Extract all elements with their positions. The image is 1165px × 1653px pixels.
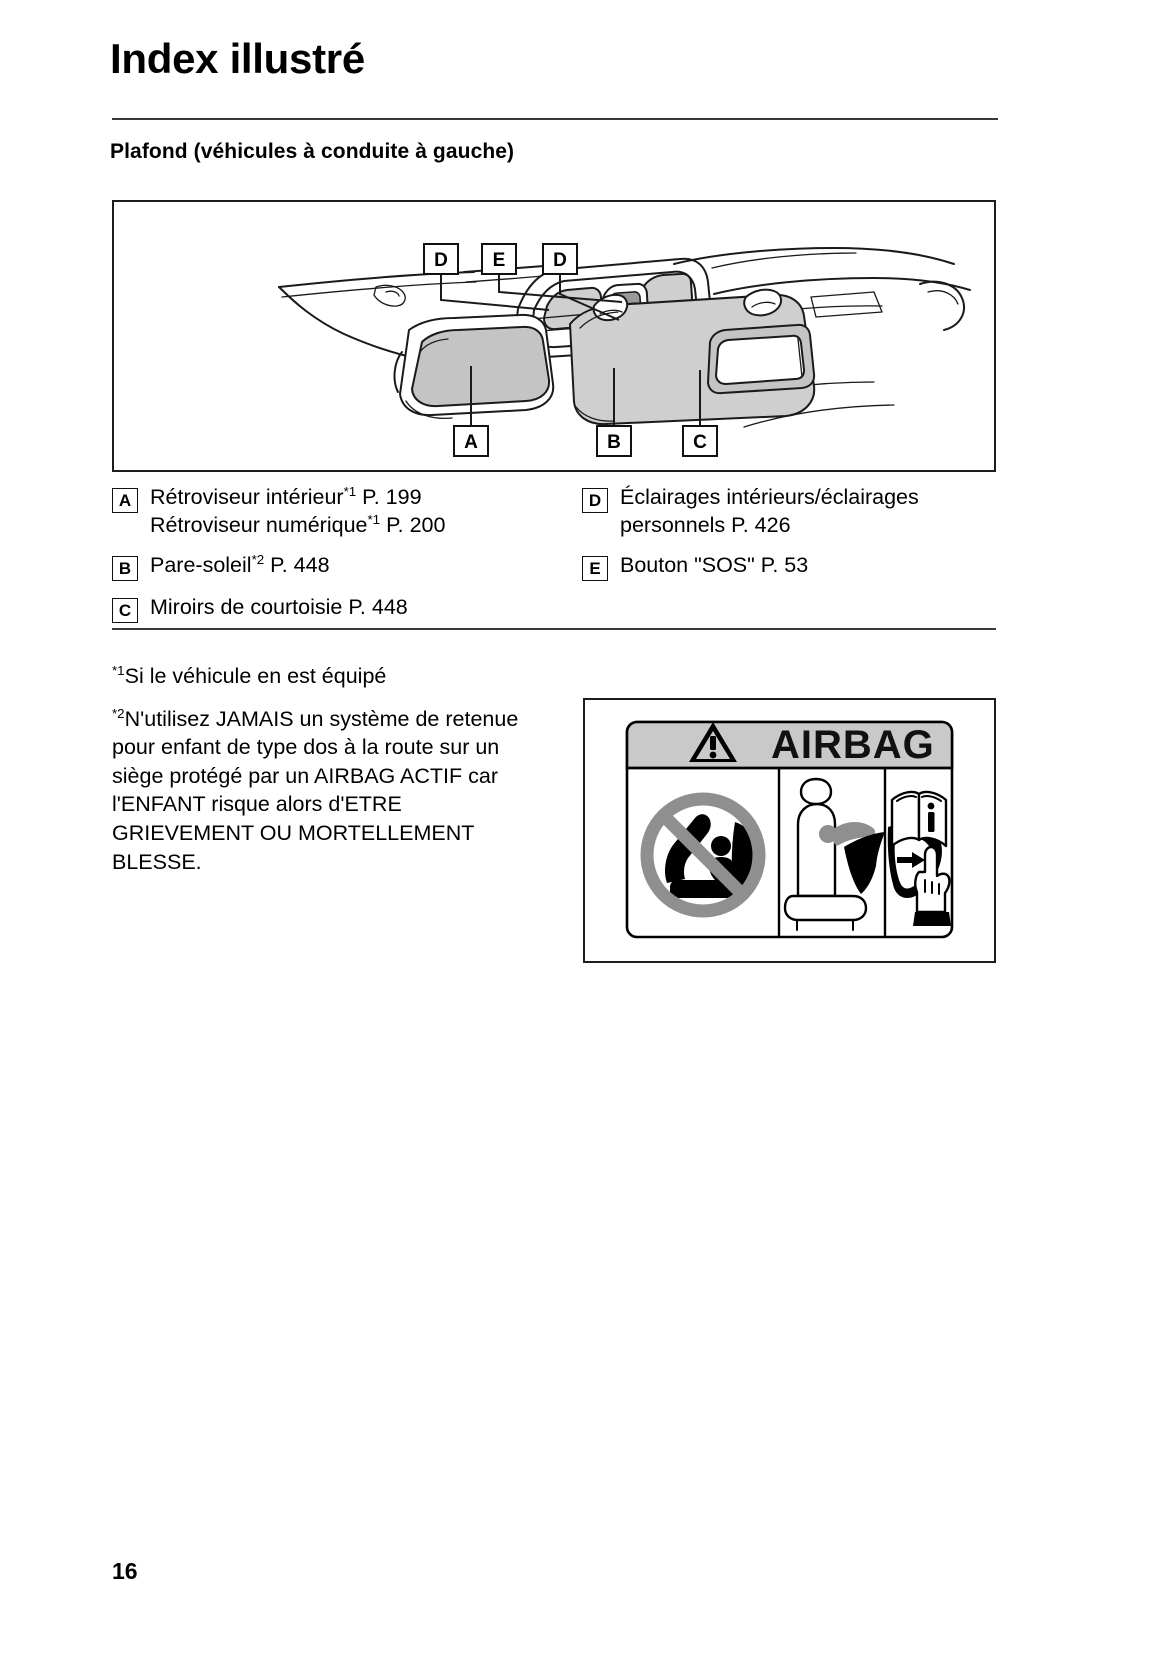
svg-text:C: C (693, 432, 707, 453)
legend-a-line1-note: *1 (343, 483, 357, 499)
svg-text:E: E (493, 250, 506, 271)
legend-b-page: P. 448 (264, 553, 330, 578)
legend-ref-d: D (582, 488, 608, 513)
legend-a-line1-page: P. 199 (356, 485, 422, 509)
legend-a-line2-text: Rétroviseur numérique (150, 512, 368, 537)
legend-item-d: D Éclairages intérieurs/éclairages perso… (582, 484, 996, 539)
footnote-1-marker: *1 (112, 662, 125, 678)
svg-text:B: B (607, 432, 621, 453)
callout-e: E (481, 243, 517, 275)
page-number: 16 (112, 1558, 138, 1584)
svg-text:D: D (553, 250, 567, 271)
airbag-title-text: AIRBAG (771, 723, 935, 767)
callout-b: B (596, 425, 632, 457)
footnote-2: *2N'utilisez JAMAIS un système de retenu… (112, 705, 532, 877)
callout-d-left: D (423, 243, 459, 275)
svg-text:A: A (464, 432, 478, 453)
page-title: Index illustré (110, 35, 365, 82)
legend-item-e: E Bouton "SOS" P. 53 (582, 552, 996, 582)
footnotes: *1Si le véhicule en est équipé *2N'utili… (112, 662, 532, 890)
callout-c: C (682, 425, 718, 457)
section-heading: Plafond (véhicules à conduite à gauche) (110, 140, 515, 163)
legend-a-line2-page: P. 200 (380, 512, 446, 537)
legend-divider (112, 628, 996, 630)
legend-label-c: Miroirs de courtoisie P. 448 (150, 595, 408, 620)
footnote-1: *1Si le véhicule en est équipé (112, 662, 532, 691)
legend-item-b: B Pare-soleil*2 P. 448 (112, 552, 582, 582)
no-rear-facing-child-seat-icon (640, 792, 766, 918)
legend-a-line1-text: Rétroviseur intérieur (150, 485, 344, 509)
callout-a: A (453, 425, 489, 457)
title-divider (112, 118, 998, 120)
legend-ref-a: A (112, 488, 138, 513)
overhead-console-figure: .ln { fill:none; stroke:#1a1a1a; stroke-… (112, 200, 996, 472)
legend-item-a: A Rétroviseur intérieur*1 P. 199 Rétrovi… (112, 484, 582, 539)
footnote-2-text: N'utilisez JAMAIS un système de retenue … (112, 706, 519, 874)
consult-manual-icon (890, 790, 951, 926)
legend-b-text: Pare-soleil (150, 553, 252, 578)
footnote-2-marker: *2 (112, 705, 125, 721)
legend-column-right: D Éclairages intérieurs/éclairages perso… (582, 484, 996, 594)
svg-text:D: D (434, 250, 448, 271)
legend-ref-c: C (112, 598, 138, 624)
footnote-1-text: Si le véhicule en est équipé (124, 664, 387, 688)
legend-item-c: C Miroirs de courtoisie P. 448 (112, 594, 582, 624)
legend-label-a: Rétroviseur intérieur*1 P. 199 Rétrovise… (150, 484, 445, 539)
legend-label-e: Bouton "SOS" P. 53 (620, 553, 809, 578)
airbag-warning-label-figure: .ab-ink { fill:#000; } .ab-line { fill:n… (583, 698, 996, 963)
legend-label-d: Éclairages intérieurs/éclairages personn… (620, 485, 919, 537)
legend-ref-e: E (582, 556, 608, 582)
legend-a-line2-note: *1 (367, 511, 381, 527)
legend-b-note: *2 (251, 551, 265, 567)
legend-ref-b: B (112, 556, 138, 582)
legend-column-left: A Rétroviseur intérieur*1 P. 199 Rétrovi… (112, 484, 582, 636)
callout-d-right: D (542, 243, 578, 275)
legend-label-b: Pare-soleil*2 P. 448 (150, 552, 330, 580)
